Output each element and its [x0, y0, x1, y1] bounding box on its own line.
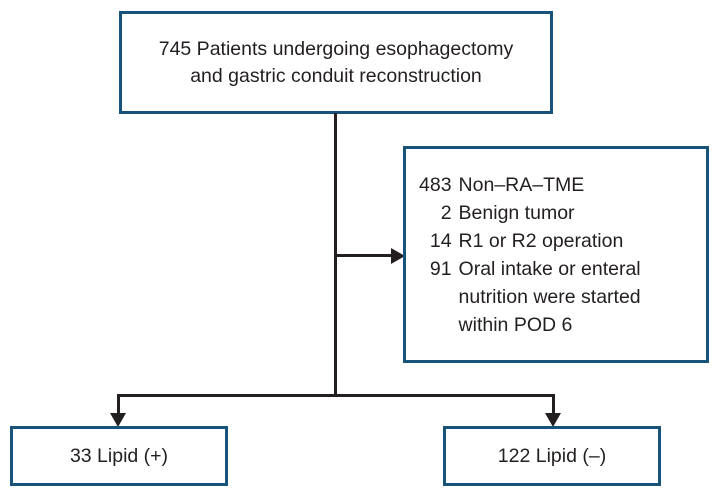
excluded-item-count: 91 — [429, 257, 452, 280]
excluded-item: 91 Oral intake or enteral nutrition were… — [419, 255, 641, 339]
excluded-item-count: 2 — [440, 201, 452, 224]
excluded-list: 483 Non–RA–TME 2 Benign tumor 14 R1 or R… — [419, 171, 641, 339]
node-excluded-patients: 483 Non–RA–TME 2 Benign tumor 14 R1 or R… — [403, 146, 709, 363]
excluded-item-label: Oral intake or enteral nutrition were st… — [458, 257, 641, 336]
connector-drop-left — [117, 394, 120, 416]
enrolled-cohort-text: 745 Patients undergoing esophagectomy an… — [158, 37, 514, 87]
node-lipid-negative: 122 Lipid (–) — [443, 426, 661, 486]
excluded-item-label: Non–RA–TME — [458, 173, 585, 196]
excluded-item-label: Benign tumor — [458, 201, 575, 224]
connector-drop-right — [552, 394, 555, 416]
excluded-item: 483 Non–RA–TME — [419, 171, 641, 199]
excluded-item-count: 14 — [429, 229, 452, 252]
excluded-item-count: 483 — [419, 173, 452, 196]
node-enrolled-cohort: 745 Patients undergoing esophagectomy an… — [119, 11, 553, 114]
excluded-item: 14 R1 or R2 operation — [419, 227, 641, 255]
connector-split-bar — [117, 394, 555, 397]
node-lipid-positive: 33 Lipid (+) — [10, 426, 228, 486]
excluded-item-label: R1 or R2 operation — [458, 229, 624, 252]
connector-branch-excluded — [334, 254, 396, 257]
excluded-item: 2 Benign tumor — [419, 199, 641, 227]
lipid-negative-text: 122 Lipid (–) — [497, 444, 607, 467]
lipid-positive-text: 33 Lipid (+) — [69, 444, 169, 467]
arrowhead-down-icon — [545, 413, 561, 427]
arrowhead-right-icon — [391, 248, 405, 264]
arrowhead-down-icon — [110, 413, 126, 427]
